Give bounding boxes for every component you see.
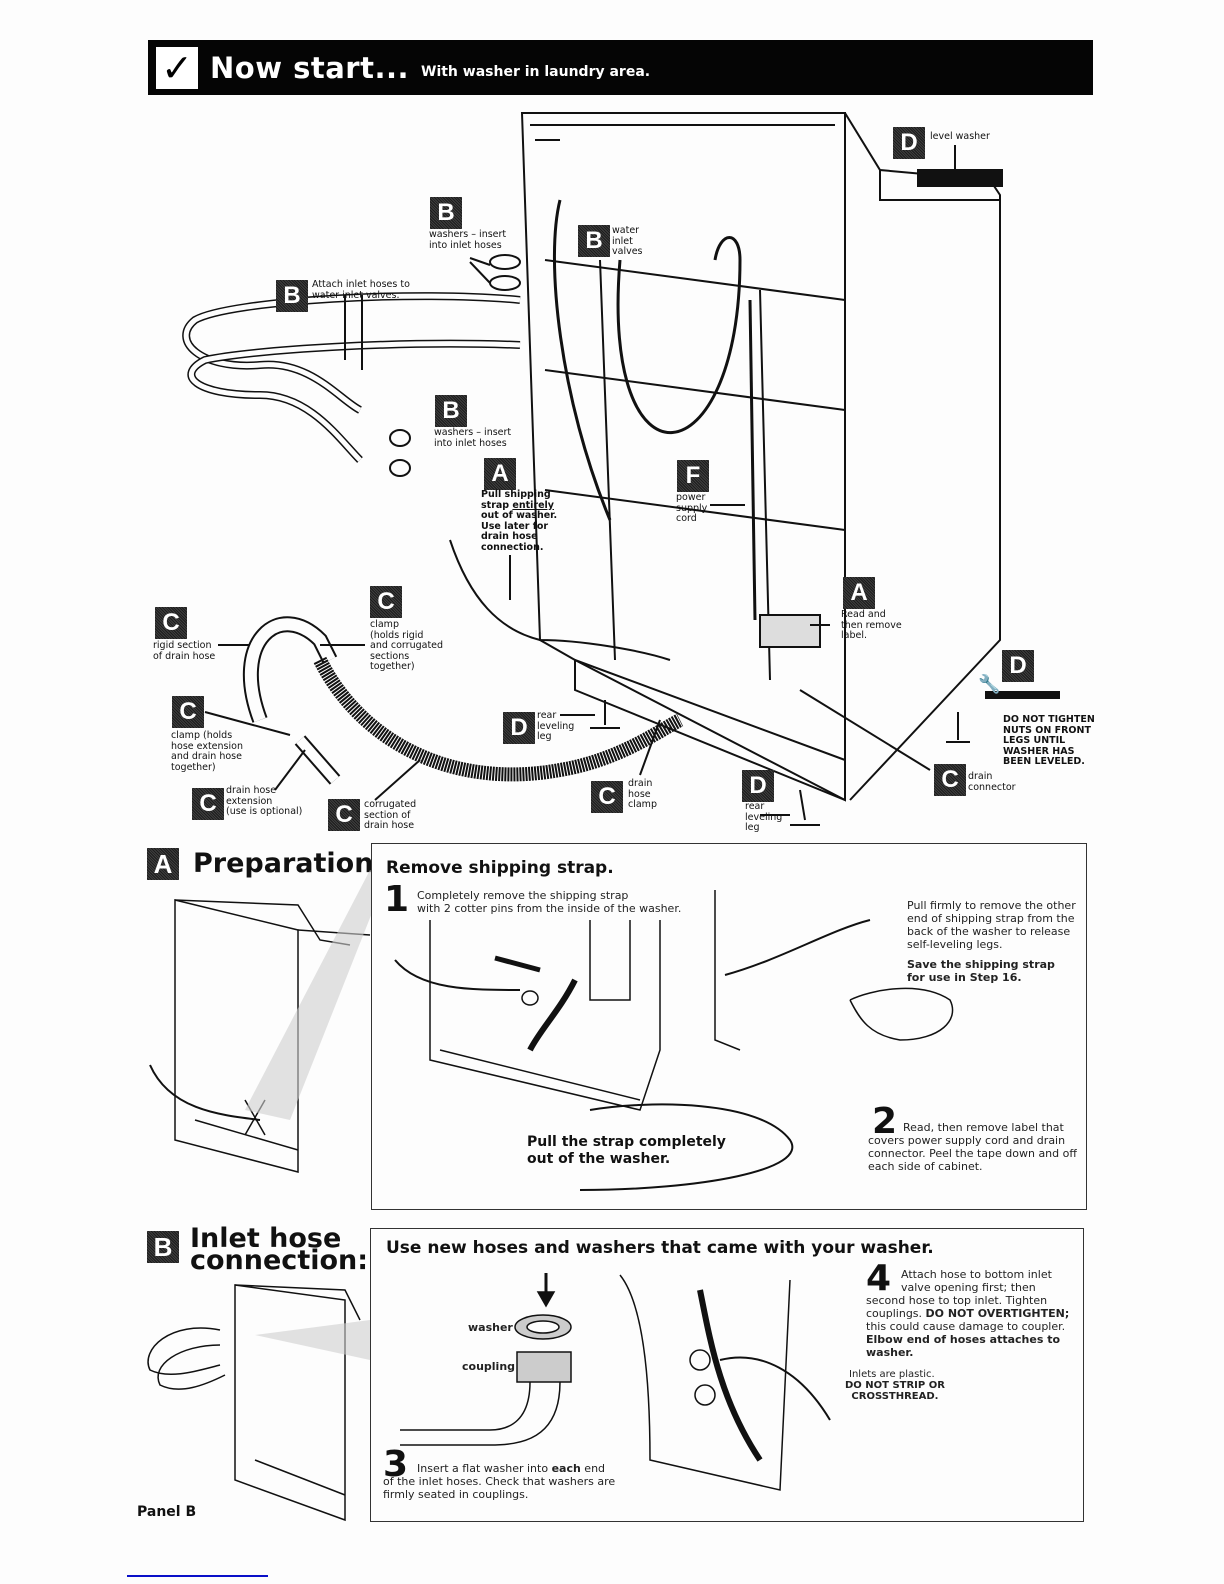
step-1-number: 1 xyxy=(384,879,410,920)
badge-d-rear-leg-right: D xyxy=(742,770,774,802)
badge-c-drain-connector: C xyxy=(934,764,966,796)
step-2-text: covers power supply cord and drain conne… xyxy=(868,1134,1077,1170)
no-strip-warning: DO NOT STRIP OR CROSSTHREAD. xyxy=(845,1380,945,1402)
inlet-hose-panel xyxy=(370,1228,1084,1522)
step-3-number: 3 xyxy=(383,1444,409,1485)
section-a-title: Preparation: xyxy=(193,848,385,879)
badge-d-rear-leg-left: D xyxy=(503,712,535,744)
save-strap-note: Save the shipping strap for use in Step … xyxy=(907,958,1055,984)
inlets-plastic-note: Inlets are plastic. xyxy=(849,1369,935,1380)
section-b-title-line1: Inlet hose xyxy=(190,1223,342,1254)
step-4-number: 4 xyxy=(866,1258,892,1299)
badge-c-extension: C xyxy=(192,788,224,820)
section-b-badge: B xyxy=(147,1231,179,1263)
step-4-elbow-note: Elbow end of hoses attaches to washer. xyxy=(866,1333,1061,1359)
remove-shipping-strap-panel xyxy=(371,843,1087,1210)
step-1-text: Completely remove the shipping strap wit… xyxy=(417,889,682,915)
inlet-hose-panel-title: Use new hoses and washers that came with… xyxy=(386,1238,934,1258)
step-3-text: of the inlet hoses. Check that washers a… xyxy=(383,1475,616,1501)
remove-shipping-strap-title: Remove shipping strap. xyxy=(386,858,614,878)
badge-a-shipping-strap: A xyxy=(484,458,516,490)
label-read-remove-label: Read and then remove label. xyxy=(841,609,902,641)
pull-firmly-note: Pull firmly to remove the other end of s… xyxy=(907,899,1076,951)
badge-b-water-inlet: B xyxy=(578,225,610,257)
badge-d-front-legs: D xyxy=(1002,650,1034,682)
badge-b-washers-top: B xyxy=(430,197,462,229)
step-2-first-line: Read, then remove label that xyxy=(903,1121,1064,1134)
panel-label: Panel B xyxy=(137,1504,197,1520)
label-front-legs-warning: DO NOT TIGHTEN NUTS ON FRONT LEGS UNTIL … xyxy=(1003,714,1095,767)
label-rear-leveling-leg-left: rear leveling leg xyxy=(537,710,575,742)
washer-part-label: washer xyxy=(468,1321,513,1334)
badge-c-rigid-section: C xyxy=(155,607,187,639)
label-corrugated-section: corrugated section of drain hose xyxy=(364,799,417,831)
label-attach-inlet-hoses: Attach inlet hoses to water inlet valves… xyxy=(312,279,410,301)
label-washers-insert-top: washers – insert into inlet hoses xyxy=(429,229,507,251)
step-4-line1: Attach hose to bottom inlet xyxy=(901,1268,1052,1281)
badge-c-corrugated: C xyxy=(328,799,360,831)
badge-c-clamp-extension: C xyxy=(172,696,204,728)
banner-subtitle: With washer in laundry area. xyxy=(421,63,651,80)
badge-a-read-label: A xyxy=(843,577,875,609)
section-b-title-line2: connection: xyxy=(190,1245,369,1276)
badge-b-washers-mid: B xyxy=(435,395,467,427)
label-level-washer: level washer xyxy=(930,131,990,142)
badge-f-power-cord: F xyxy=(677,460,709,492)
label-washers-insert-mid: washers – insert into inlet hoses xyxy=(434,427,512,449)
label-pull-shipping-strap: Pull shipping strap entirely out of wash… xyxy=(481,489,558,553)
label-rear-leveling-leg-right: rear leveling leg xyxy=(745,801,783,833)
checkmark-icon: ✓ xyxy=(156,46,198,89)
label-rigid-section: rigid section of drain hose xyxy=(153,640,216,662)
label-water-inlet-valves: water inlet valves xyxy=(612,225,643,257)
pull-strap-caption: Pull the strap completely out of the was… xyxy=(527,1134,726,1167)
label-clamp-extension: clamp (holds hose extension and drain ho… xyxy=(171,730,243,773)
now-start-banner: ✓ Now start... With washer in laundry ar… xyxy=(148,40,1093,95)
step-3-first-line: Insert a flat washer into each end xyxy=(417,1462,606,1475)
step-4-line4: couplings. DO NOT OVERTIGHTEN; xyxy=(866,1307,1070,1320)
badge-c-drain-hose-clamp: C xyxy=(591,781,623,813)
step-4-line5: this could cause damage to coupler. xyxy=(866,1320,1066,1333)
section-a-badge: A xyxy=(147,848,179,880)
page-link-underline xyxy=(127,1575,268,1577)
badge-d-level: D xyxy=(893,127,925,159)
wrench-icon: 🔧 xyxy=(978,674,1001,695)
badge-b-attach-hoses: B xyxy=(276,280,308,312)
label-drain-connector: drain connector xyxy=(968,771,1016,793)
label-drain-hose-extension: drain hose extension (use is optional) xyxy=(226,785,303,817)
label-drain-hose-clamp: drain hose clamp xyxy=(628,778,657,810)
coupling-part-label: coupling xyxy=(462,1360,516,1373)
label-clamp-rigid: clamp (holds rigid and corrugated sectio… xyxy=(370,619,444,672)
banner-title: Now start... xyxy=(210,50,409,85)
step-2-number: 2 xyxy=(872,1101,898,1142)
step-4-line2: valve opening first; then xyxy=(901,1281,1036,1294)
step-4-line3: second hose to top inlet. Tighten xyxy=(866,1294,1048,1307)
label-power-supply-cord: power supply cord xyxy=(676,492,708,524)
badge-c-clamp-rigid: C xyxy=(370,586,402,618)
